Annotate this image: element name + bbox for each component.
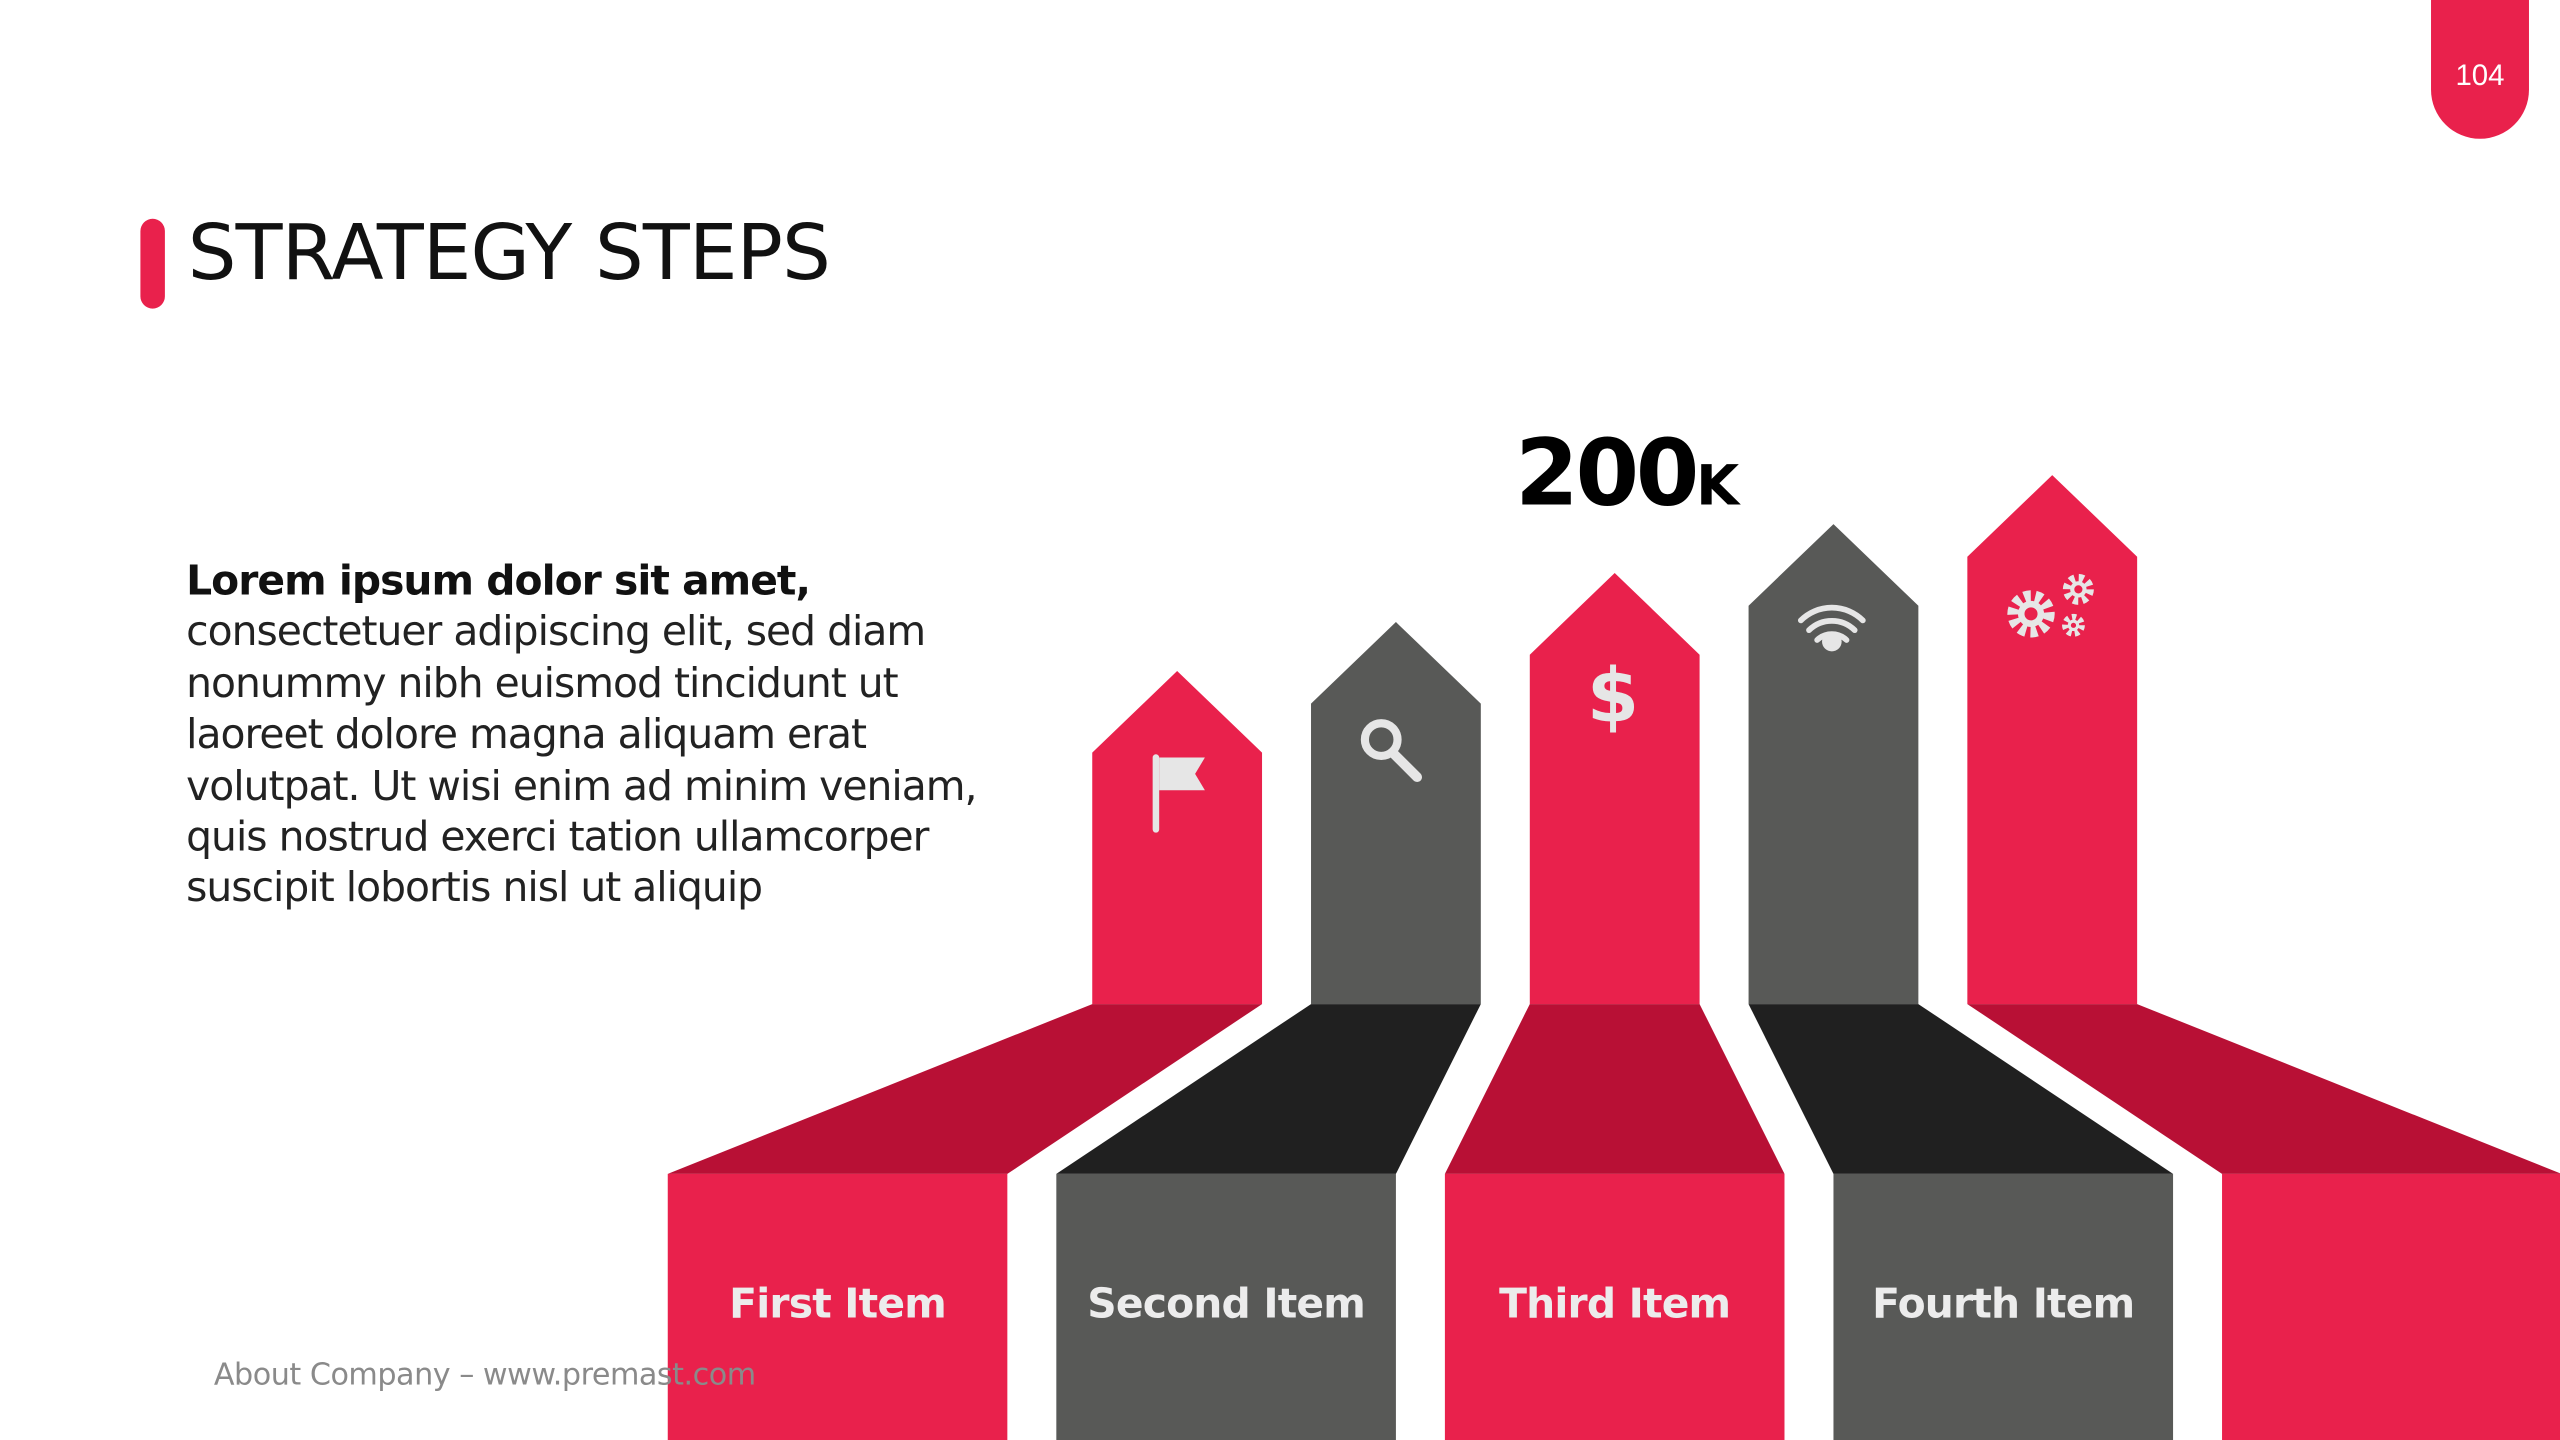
step-floor-3 [1444,1004,1785,1174]
title-accent-bar [140,218,165,309]
stat-value: 200 [1515,421,1699,528]
page-number: 104 [2455,58,2505,92]
step-floor-5 [1967,1004,2560,1174]
step-front-3 [1444,1173,1785,1440]
page-number-badge: 104 [2431,0,2529,139]
footer-text: About Company – www.premast.com [213,1358,756,1393]
intro-lead: Lorem ipsum dolor sit amet, [186,556,811,605]
dollar-icon: $ [1587,652,1639,740]
step-arrow-1 [1092,671,1263,1005]
stat-unit: K [1696,453,1740,520]
search-icon [1360,719,1423,783]
step-arrow-3 [1529,573,1700,1005]
step-arrow-5 [1967,475,2138,1005]
step-arrow-4 [1748,524,1919,1005]
intro-paragraph: Lorem ipsum dolor sit amet, consectetuer… [186,555,1035,914]
step-front-1 [667,1173,1008,1440]
stat-figure: 200K [1515,421,1739,527]
step-floor-1 [667,1004,1263,1174]
flag-icon [1152,754,1205,833]
step-floor-4 [1748,1004,2174,1174]
step-front-5 [2222,1173,2560,1440]
step-front-4 [1833,1173,2174,1440]
wifi-icon [1797,604,1866,652]
page-title: STRATEGY STEPS [187,208,831,299]
step-label: Second Item [1087,1280,1366,1328]
step-label: Third Item [1499,1280,1731,1328]
intro-body: consectetuer adipiscing elit, sed diam n… [186,608,977,912]
gears-icon [2007,573,2094,638]
step-arrow-2 [1311,622,1481,1005]
step-floor-2 [1056,1004,1481,1174]
svg-text:$: $ [1587,652,1639,740]
step-label: First Item [729,1280,947,1328]
step-label: Fourth Item [1872,1280,2135,1328]
step-front-2 [1056,1173,1396,1440]
